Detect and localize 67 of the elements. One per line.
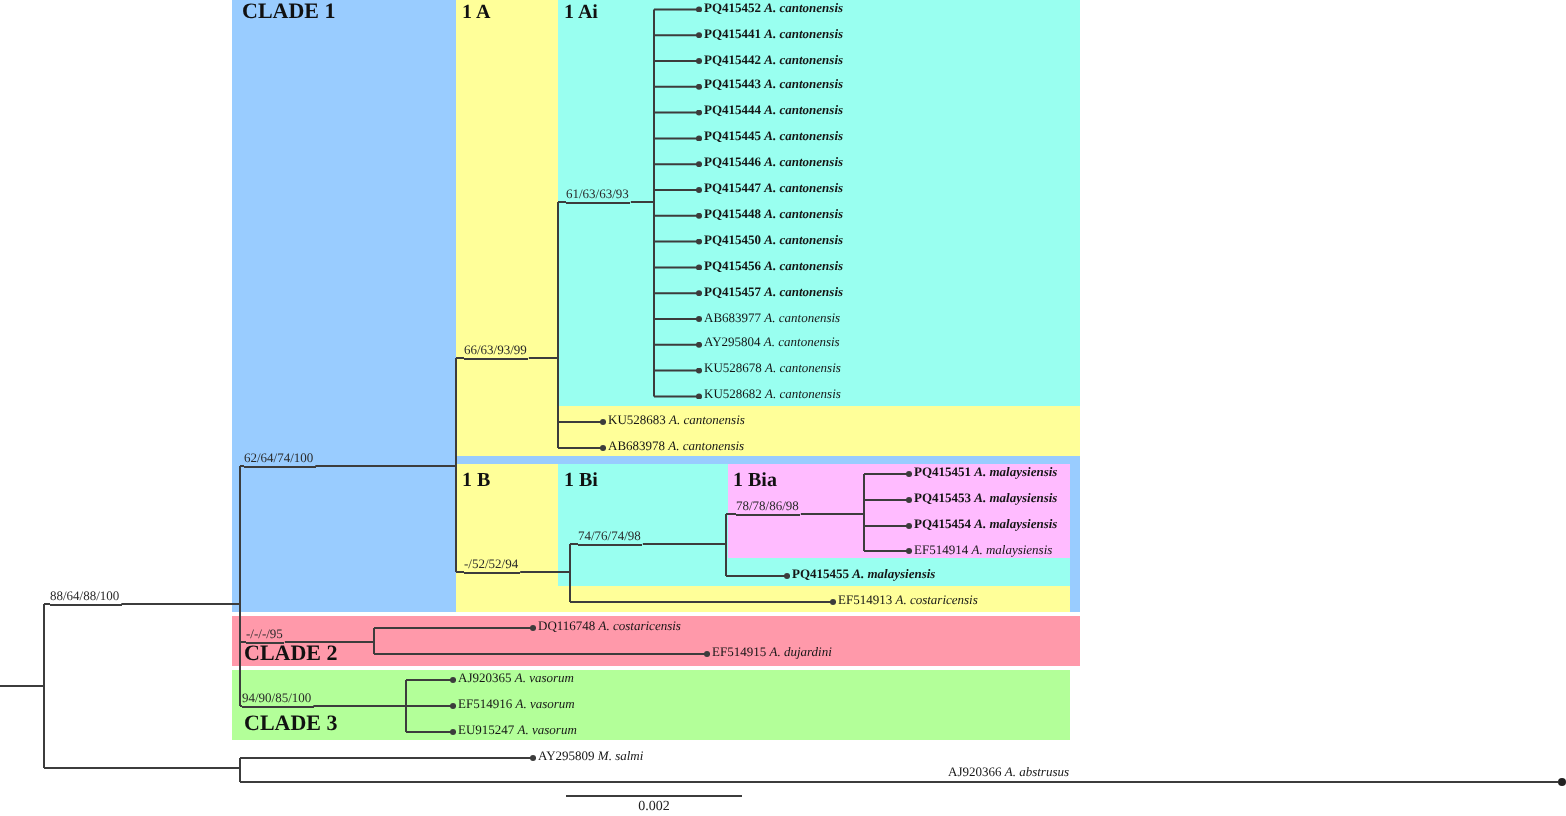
tree-branch [455,357,465,359]
tree-branch [653,32,703,39]
tree-branch [629,8,655,398]
tree-branch [653,238,703,245]
tree-branch [653,316,703,322]
tree-branch [455,571,465,573]
tree-branch [569,543,579,545]
tree-branch [653,264,703,271]
tree-branch [405,679,407,733]
tree-branch [239,781,1559,783]
tree-branch [569,599,837,605]
tree-branch [863,471,913,477]
tree-branch [43,603,51,605]
tree-branch [863,497,913,503]
tree-branch [641,513,727,577]
tree-branch [527,201,559,449]
tree-branch [653,341,703,348]
clade-label: 1 Bia [733,471,777,491]
tree-branch [653,212,703,219]
tree-branch [120,465,241,707]
clade-panel [232,616,1080,666]
tree-branch [863,548,913,554]
tree-branch [653,187,703,193]
clade-panel [456,464,1070,612]
clade-label: 1 A [462,3,491,23]
tree-branch [405,729,457,735]
tree-branch [863,523,913,529]
tree-branch [653,83,703,90]
clade-label: 1 Bi [564,471,598,491]
clade-label: 1 Ai [564,3,598,23]
tree-branch [373,625,537,631]
clade-panel [728,464,1070,558]
clade-label: 1 B [462,471,491,491]
tree-branch [373,651,711,657]
tree-branch [0,603,45,769]
tree-branch [725,513,737,515]
tree-branch [653,290,703,297]
tree-branch [519,543,571,603]
tree-branch [314,357,457,573]
clade-panel [232,670,1070,740]
tree-branch [405,703,457,709]
tree-branch [239,755,537,761]
tree-branch [557,201,567,203]
tree-branch [799,473,865,552]
clade-panel [558,0,1080,406]
tree-branch [653,58,703,64]
tree-branch [653,6,703,13]
branch-tip-dot [1558,778,1566,786]
tree-branch [725,573,791,579]
clade-panel [232,0,1080,612]
clade-label: CLADE 1 [242,2,336,24]
tree-branch [239,641,247,643]
tree-branch [557,445,607,451]
tree-branch [653,109,703,116]
tree-branch [43,757,241,783]
tree-branch [653,161,703,168]
tree-branch [283,627,375,655]
tree-branch [312,705,407,707]
clade-panel [558,464,1070,586]
tree-branch [653,135,703,142]
tree-branch [653,367,703,374]
tree-branch [653,393,703,400]
tree-branch [405,677,457,683]
clade-panel [456,0,1080,456]
clade-label: CLADE 2 [244,644,338,666]
tree-branch [557,419,607,425]
clade-label: CLADE 3 [244,714,338,736]
